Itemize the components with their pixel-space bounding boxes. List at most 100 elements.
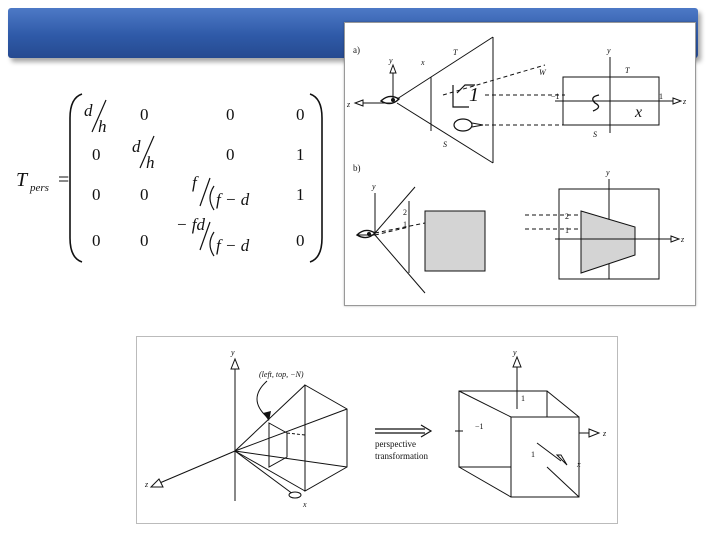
figure-viewing-transform: a) y z x T S 1 W y z −1 xyxy=(344,22,696,306)
panel-a-frustum-top xyxy=(396,36,494,100)
panel-a-frustum-bottom xyxy=(396,102,494,164)
panel-a-eye-icon xyxy=(379,95,401,105)
panel-a-z-label: z xyxy=(346,100,351,109)
panel-a-box-glyph-x: x xyxy=(634,104,642,121)
panel-a-norm-y-label: y xyxy=(606,46,611,55)
cube-edge-3 xyxy=(458,466,512,498)
bottom-frustum-near xyxy=(268,422,288,468)
panel-a-box-s-label: S xyxy=(593,130,597,139)
matrix-cell-r4c3-den: f − d xyxy=(216,236,250,255)
cube-front-face xyxy=(510,416,580,498)
matrix-cell-r1c2: 0 xyxy=(140,105,149,124)
figure-viewing-transform-svg: a) y z x T S 1 W y z −1 xyxy=(346,36,687,294)
matrix-symbol: T xyxy=(16,169,29,191)
matrix-cell-r4c3-slash xyxy=(199,221,211,251)
matrix-cell-r1c3: 0 xyxy=(226,105,235,124)
matrix-cell-r2c4: 1 xyxy=(296,145,305,164)
cube-y-label: y xyxy=(512,348,517,357)
panel-b-shaded-region xyxy=(424,210,486,272)
arrow-text-perspective: perspective xyxy=(375,439,416,449)
matrix-cell-r4c3-paren xyxy=(209,231,215,257)
cube-x-label: x xyxy=(576,460,581,469)
bottom-frustum-ray-2 xyxy=(234,450,348,468)
matrix-cell-r4c3-num: − fd xyxy=(176,215,205,234)
perspective-arrow-icon xyxy=(375,428,425,434)
panel-b-ray-bottom xyxy=(374,234,426,294)
panel-a-label: a) xyxy=(353,45,360,55)
bottom-y-arrow xyxy=(230,357,240,370)
bottom-frustum-far xyxy=(304,384,348,492)
bottom-frustum-ray-1 xyxy=(234,408,348,452)
matrix-cell-r1c1-den: h xyxy=(98,117,107,136)
cube-z-arrow xyxy=(588,428,601,438)
matrix-cell-r2c2-num: d xyxy=(132,137,141,156)
matrix-left-bracket xyxy=(69,93,83,263)
matrix-cell-r4c2: 0 xyxy=(140,231,149,250)
cube-y-arrow xyxy=(512,355,522,368)
bottom-frustum-ray-4 xyxy=(234,450,306,492)
bottom-point-label: (left, top, −N) xyxy=(259,370,304,379)
matrix-right-bracket xyxy=(309,93,323,263)
matrix-cell-r1c4: 0 xyxy=(296,105,305,124)
bottom-frustum-mid xyxy=(286,432,306,436)
bottom-point-arrowhead xyxy=(263,411,271,421)
matrix-cell-r1c1-num: d xyxy=(84,101,93,120)
panel-b-ray-1 xyxy=(374,226,410,236)
matrix-cell-r3c3-den: f − d xyxy=(216,190,250,209)
panel-a-y-label: y xyxy=(388,56,393,65)
panel-b-norm-y-label: y xyxy=(605,168,610,177)
figure-perspective-transformation: y z x (left, top, −N) perspective transf… xyxy=(136,336,618,524)
panel-a-tick-pos: 1 xyxy=(659,92,663,101)
cube-edge-2 xyxy=(546,390,580,418)
panel-b-y-label: y xyxy=(371,182,376,191)
matrix-cell-r3c3-paren xyxy=(209,185,215,211)
cube-tick-left: −1 xyxy=(475,422,484,431)
bottom-z-axis xyxy=(154,450,236,486)
panel-a-dashed-1 xyxy=(442,64,546,96)
panel-a-norm-z-label: z xyxy=(682,97,687,106)
matrix-cell-r3c4: 1 xyxy=(296,185,305,204)
panel-a-eye-pupil xyxy=(391,98,395,102)
bottom-x-arrow xyxy=(288,491,302,499)
matrix-cell-r2c2-den: h xyxy=(146,153,155,172)
panel-a-y-arrow xyxy=(389,63,397,74)
panel-b-norm-z-arrow xyxy=(670,235,681,243)
panel-a-w-label: W xyxy=(539,68,547,77)
cube-edge-1 xyxy=(458,390,512,418)
matrix-cell-r2c1: 0 xyxy=(92,145,101,164)
panel-b-ray-top xyxy=(374,186,416,234)
panel-a-object-tail xyxy=(471,122,484,128)
matrix-cell-r4c1: 0 xyxy=(92,231,101,250)
panel-a-near-label: x xyxy=(420,58,425,67)
matrix-equals: = xyxy=(58,169,69,191)
cube-edge-4 xyxy=(546,466,580,498)
panel-b-label: b) xyxy=(353,163,361,173)
panel-a-tick-neg: −1 xyxy=(551,92,560,101)
panel-b-tick-2: 2 xyxy=(403,208,407,217)
matrix-cell-r3c3-slash xyxy=(199,177,211,207)
matrix-cell-r3c2: 0 xyxy=(140,185,149,204)
panel-a-t-label: T xyxy=(453,48,458,57)
matrix-cell-r2c2-slash xyxy=(139,135,155,169)
bottom-point-pointer xyxy=(256,380,268,418)
arrow-text-transformation: transformation xyxy=(375,451,428,461)
panel-a-object-one: 1 xyxy=(469,84,479,106)
panel-a-z-arrow xyxy=(353,99,364,107)
perspective-matrix: T pers = d h 0 0 0 0 d h 0 1 0 0 f f − d… xyxy=(16,93,323,263)
bottom-frustum-ray-3 xyxy=(234,384,306,452)
panel-b-eye-icon xyxy=(355,229,377,239)
panel-a-s-label: S xyxy=(443,140,447,149)
figure-perspective-transformation-svg: y z x (left, top, −N) perspective transf… xyxy=(144,348,607,509)
matrix-subscript: pers xyxy=(29,182,49,194)
bottom-x-axis xyxy=(234,450,298,498)
cube-z-label: z xyxy=(602,429,607,438)
panel-a-box-glyph-s xyxy=(592,94,600,112)
matrix-cell-r1c1-slash xyxy=(91,99,107,133)
matrix-cell-r2c3: 0 xyxy=(226,145,235,164)
panel-b-tick-1: 1 xyxy=(403,220,407,229)
panel-a-norm-z-arrow xyxy=(672,97,683,105)
matrix-cell-r3c1: 0 xyxy=(92,185,101,204)
panel-a-object-oval xyxy=(453,118,473,132)
bottom-x-label: x xyxy=(302,500,307,509)
cube-x-arrow xyxy=(555,454,568,466)
